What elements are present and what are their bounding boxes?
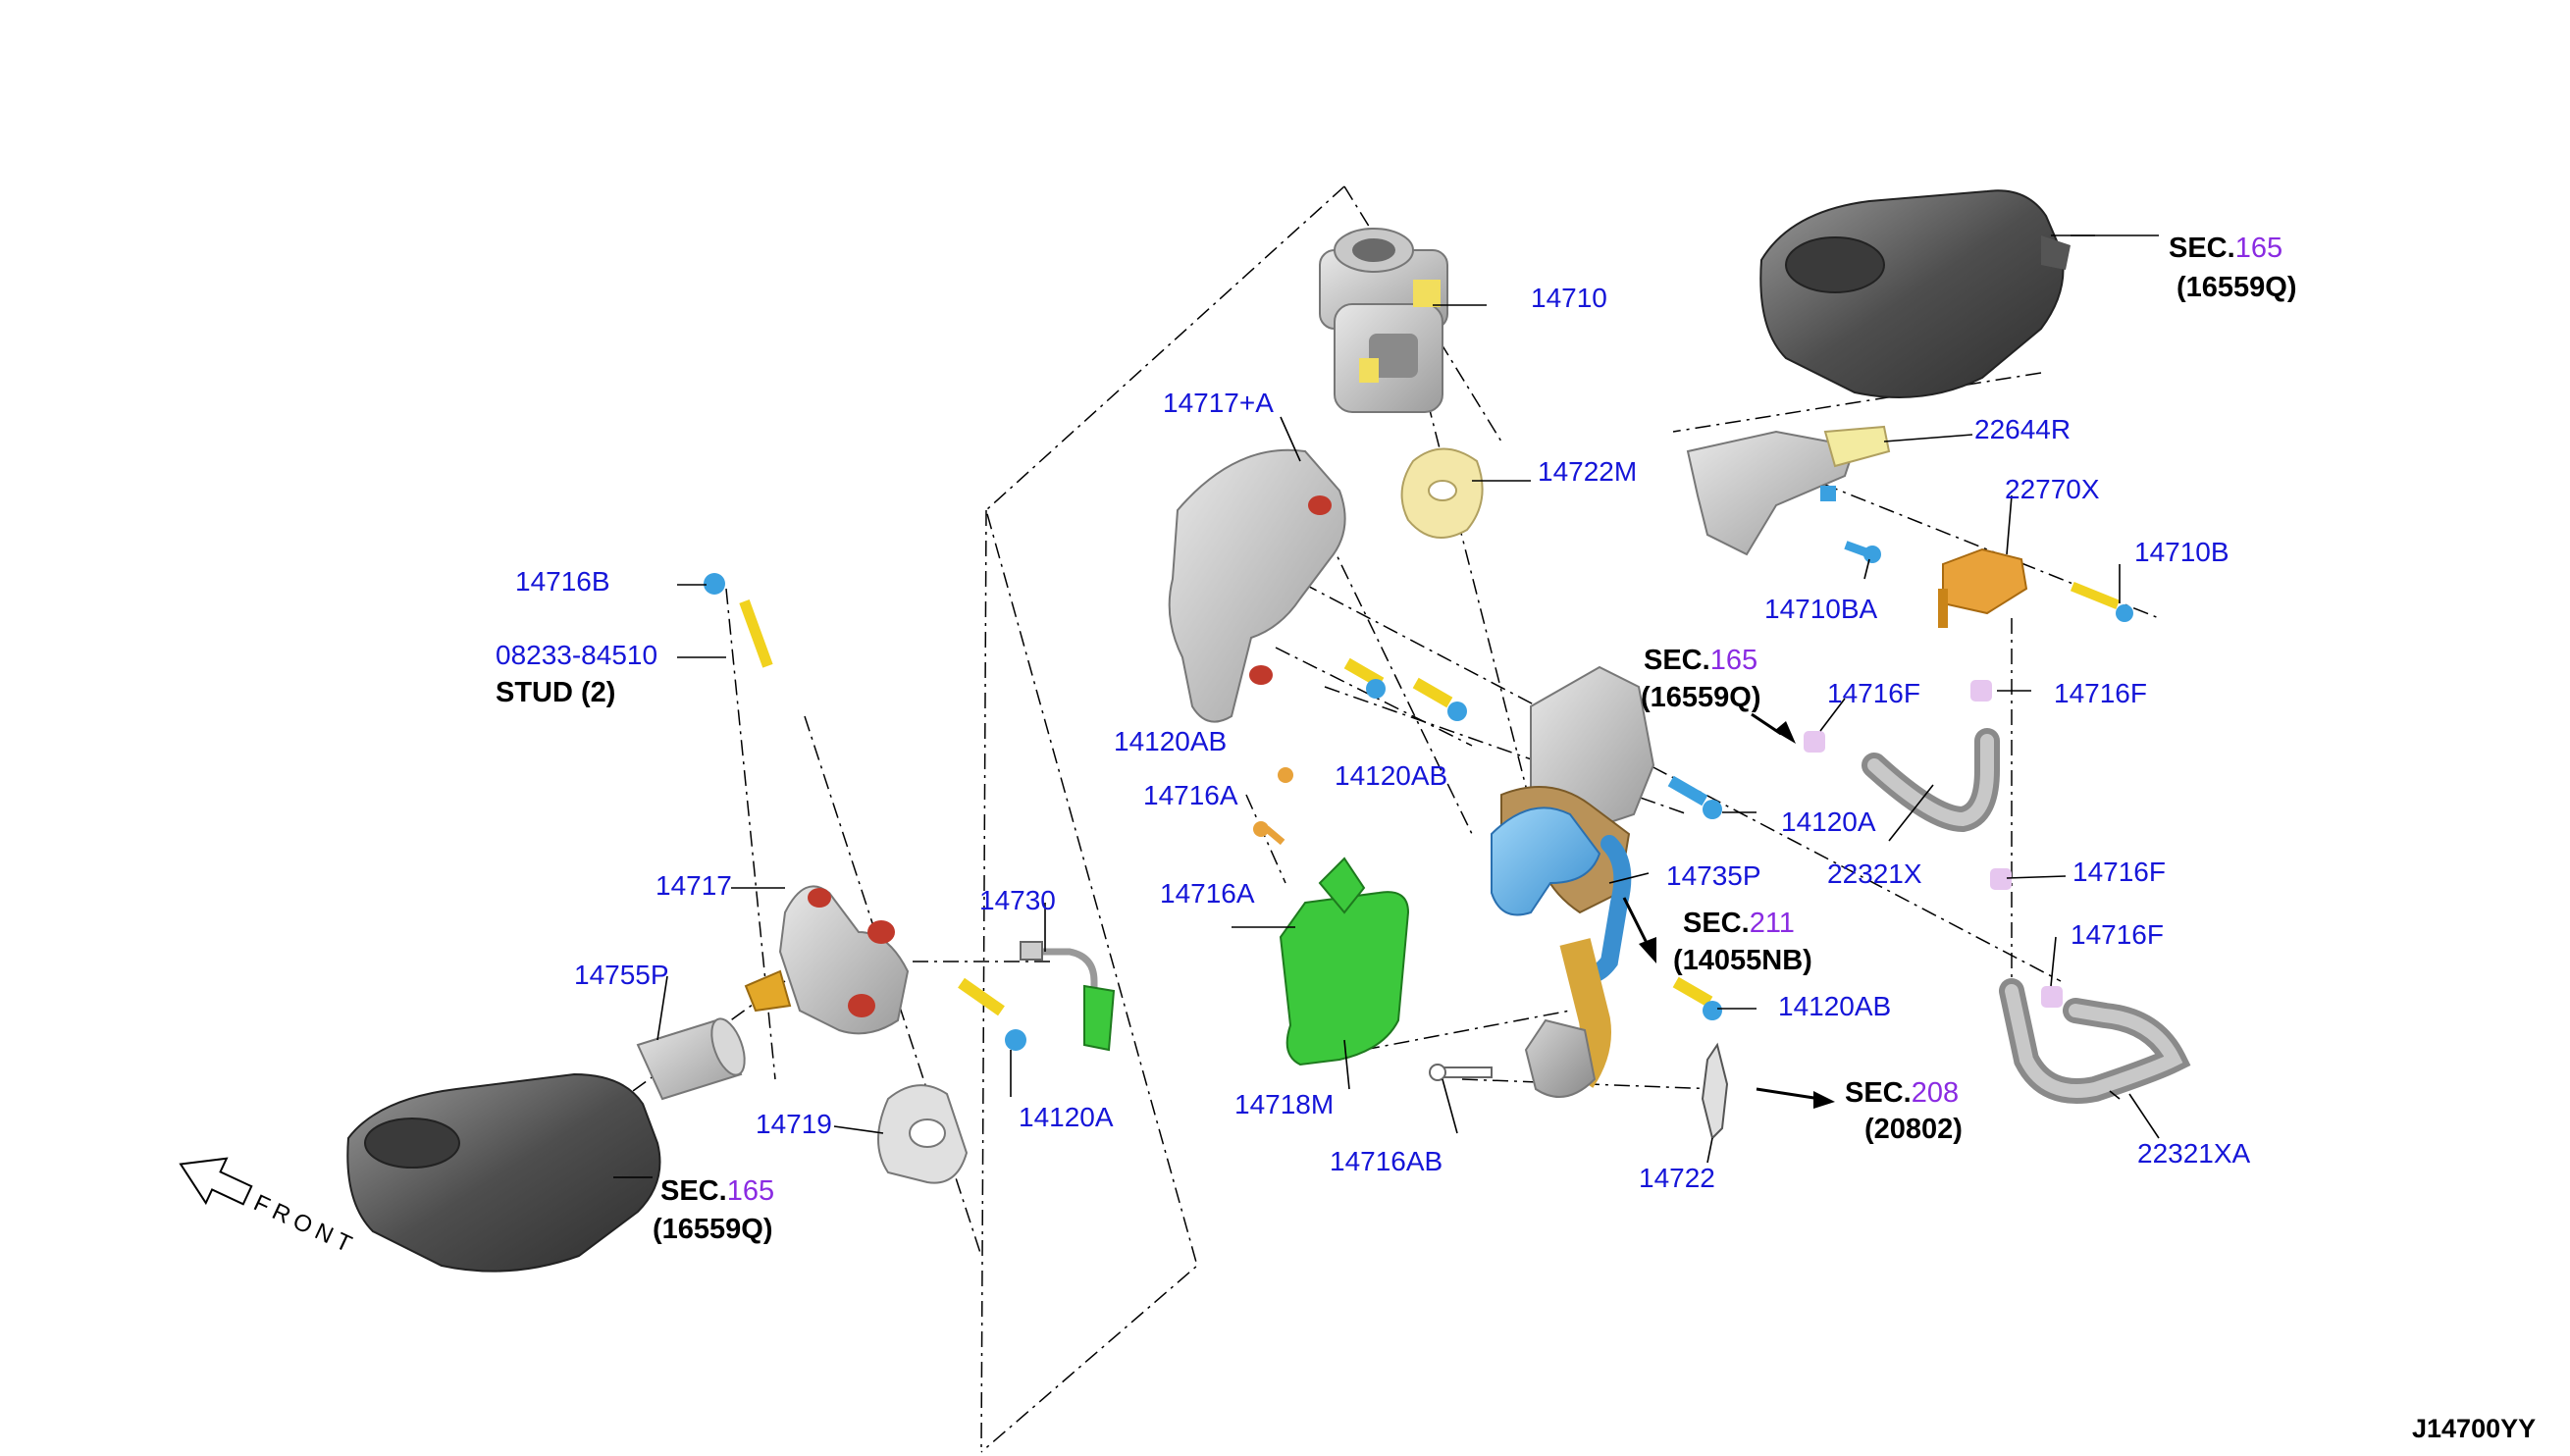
arrow-head-165-mid <box>1774 721 1796 744</box>
diagram-id: J14700YY <box>2412 1414 2536 1443</box>
label-14710BA[interactable]: 14710BA <box>1764 594 1878 624</box>
svg-text:(16559Q): (16559Q) <box>653 1214 773 1245</box>
label-14120AB-a[interactable]: 14120AB <box>1114 726 1227 756</box>
arrow-head-211 <box>1639 937 1656 963</box>
svg-text:SEC.165: SEC.165 <box>2169 233 2282 264</box>
clip-14716F-d[interactable] <box>2041 986 2063 1008</box>
label-14722M[interactable]: 14722M <box>1538 456 1637 487</box>
bolt-14120AB-a[interactable] <box>1343 657 1386 699</box>
svg-text:SEC.211: SEC.211 <box>1683 908 1795 939</box>
svg-text:SEC.165: SEC.165 <box>1644 645 1757 676</box>
gasket-14719[interactable] <box>877 1084 969 1184</box>
label-14710B[interactable]: 14710B <box>2134 537 2229 567</box>
svg-text:SEC.208: SEC.208 <box>1845 1077 1959 1109</box>
label-14716F-c[interactable]: 14716F <box>2072 857 2166 887</box>
bolt-14716A-a[interactable] <box>1278 767 1293 783</box>
sec-ref-top-right[interactable]: SEC.165 (16559Q) <box>2169 233 2297 303</box>
svg-text:(14055NB): (14055NB) <box>1673 945 1812 976</box>
label-14716F-d[interactable]: 14716F <box>2071 919 2164 950</box>
bolt-14120A-mid[interactable] <box>1667 775 1722 819</box>
heat-shield-14718M[interactable] <box>1279 857 1410 1066</box>
bolt-14716A-b[interactable] <box>1253 821 1285 846</box>
arrow-head-208 <box>1813 1091 1835 1109</box>
section-references: SEC.165 (16559Q) SEC.165 (16559Q) SEC.21… <box>653 233 2297 1245</box>
front-arrow-icon <box>179 1157 253 1206</box>
clips-14716F <box>1804 680 2063 1008</box>
label-14716A-a[interactable]: 14716A <box>1143 780 1238 810</box>
leader-lines <box>613 234 2160 1178</box>
label-14710[interactable]: 14710 <box>1531 283 1607 313</box>
bolts <box>704 541 2133 1081</box>
label-14120AB-c[interactable]: 14120AB <box>1778 991 1891 1021</box>
egr-cooler-14735P[interactable] <box>1491 665 1655 1098</box>
label-14716A-b[interactable]: 14716A <box>1160 878 1255 909</box>
label-14716F-a[interactable]: 14716F <box>1827 678 1920 708</box>
gasket-14722M[interactable] <box>1400 447 1484 539</box>
sec-ref-middle[interactable]: SEC.165 (16559Q) <box>1641 645 1761 713</box>
label-14716AB[interactable]: 14716AB <box>1330 1146 1442 1176</box>
svg-text:(16559Q): (16559Q) <box>1641 682 1761 713</box>
front-indicator: FRONT <box>179 1157 361 1261</box>
label-08233-84510[interactable]: 08233-84510 <box>496 640 657 670</box>
svg-text:SEC.165: SEC.165 <box>660 1175 774 1207</box>
bracket-14717A[interactable] <box>1168 448 1346 723</box>
label-stud-count: STUD (2) <box>496 677 615 708</box>
sensor-22770X[interactable] <box>1938 547 2028 628</box>
label-22644R[interactable]: 22644R <box>1974 414 2071 444</box>
clip-14716F-b[interactable] <box>1970 680 1992 702</box>
bolt-14710BA[interactable] <box>1844 541 1881 563</box>
bolt-14120AB-b[interactable] <box>1412 677 1467 721</box>
label-14735P[interactable]: 14735P <box>1666 860 1761 891</box>
egr-valve-14710[interactable] <box>1319 228 1448 413</box>
clip-14716F-a[interactable] <box>1804 731 1825 753</box>
bolt-14716AB[interactable] <box>1429 1064 1493 1081</box>
sensor-14730[interactable] <box>1020 941 1116 1052</box>
label-14716B[interactable]: 14716B <box>515 566 610 597</box>
egr-adapter-14717[interactable] <box>744 885 910 1035</box>
stud-08233[interactable] <box>739 599 773 668</box>
hose-22321XA[interactable] <box>1999 978 2191 1104</box>
label-22321X[interactable]: 22321X <box>1827 858 1922 889</box>
intake-housing-top[interactable] <box>1759 189 2071 398</box>
sec-ref-bottom-left[interactable]: SEC.165 (16559Q) <box>653 1175 774 1245</box>
svg-text:(20802): (20802) <box>1864 1114 1963 1145</box>
bracket-22644R[interactable] <box>1686 425 1891 556</box>
nut-14716B[interactable] <box>704 573 725 595</box>
gasket-14722[interactable] <box>1701 1042 1729 1140</box>
svg-text:(16559Q): (16559Q) <box>2177 272 2297 303</box>
sleeve-14755P[interactable] <box>636 1014 751 1101</box>
intake-housing-bottom-left[interactable] <box>346 1072 661 1273</box>
label-14718M[interactable]: 14718M <box>1234 1089 1334 1119</box>
hose-22321X[interactable] <box>1862 728 2000 833</box>
label-14120A-mid[interactable]: 14120A <box>1781 806 1876 837</box>
bolt-14120AB-c[interactable] <box>1672 976 1722 1020</box>
label-14717[interactable]: 14717 <box>656 870 732 901</box>
label-22321XA[interactable]: 22321XA <box>2137 1138 2251 1169</box>
front-label: FRONT <box>249 1189 361 1260</box>
bolt-14710B[interactable] <box>2070 581 2133 622</box>
sec-ref-211[interactable]: SEC.211 (14055NB) <box>1673 908 1812 976</box>
label-14120AB-b[interactable]: 14120AB <box>1335 760 1447 791</box>
flow-arrows <box>1622 712 1835 1109</box>
sec-ref-208[interactable]: SEC.208 (20802) <box>1845 1077 1963 1145</box>
label-14722[interactable]: 14722 <box>1639 1163 1715 1193</box>
label-14755P[interactable]: 14755P <box>574 960 669 990</box>
label-14730[interactable]: 14730 <box>979 885 1056 915</box>
label-14719[interactable]: 14719 <box>756 1109 832 1139</box>
clip-14716F-c[interactable] <box>1990 868 2012 890</box>
part-labels: 14710 14717+A 14722M 22644R 22770X 14710… <box>496 283 2251 1193</box>
bolt-14120A-left[interactable] <box>958 977 1026 1051</box>
label-14716F-b[interactable]: 14716F <box>2054 678 2147 708</box>
label-14120A-left[interactable]: 14120A <box>1019 1102 1114 1132</box>
label-22770X[interactable]: 22770X <box>2005 474 2100 504</box>
label-14717A[interactable]: 14717+A <box>1163 388 1274 418</box>
